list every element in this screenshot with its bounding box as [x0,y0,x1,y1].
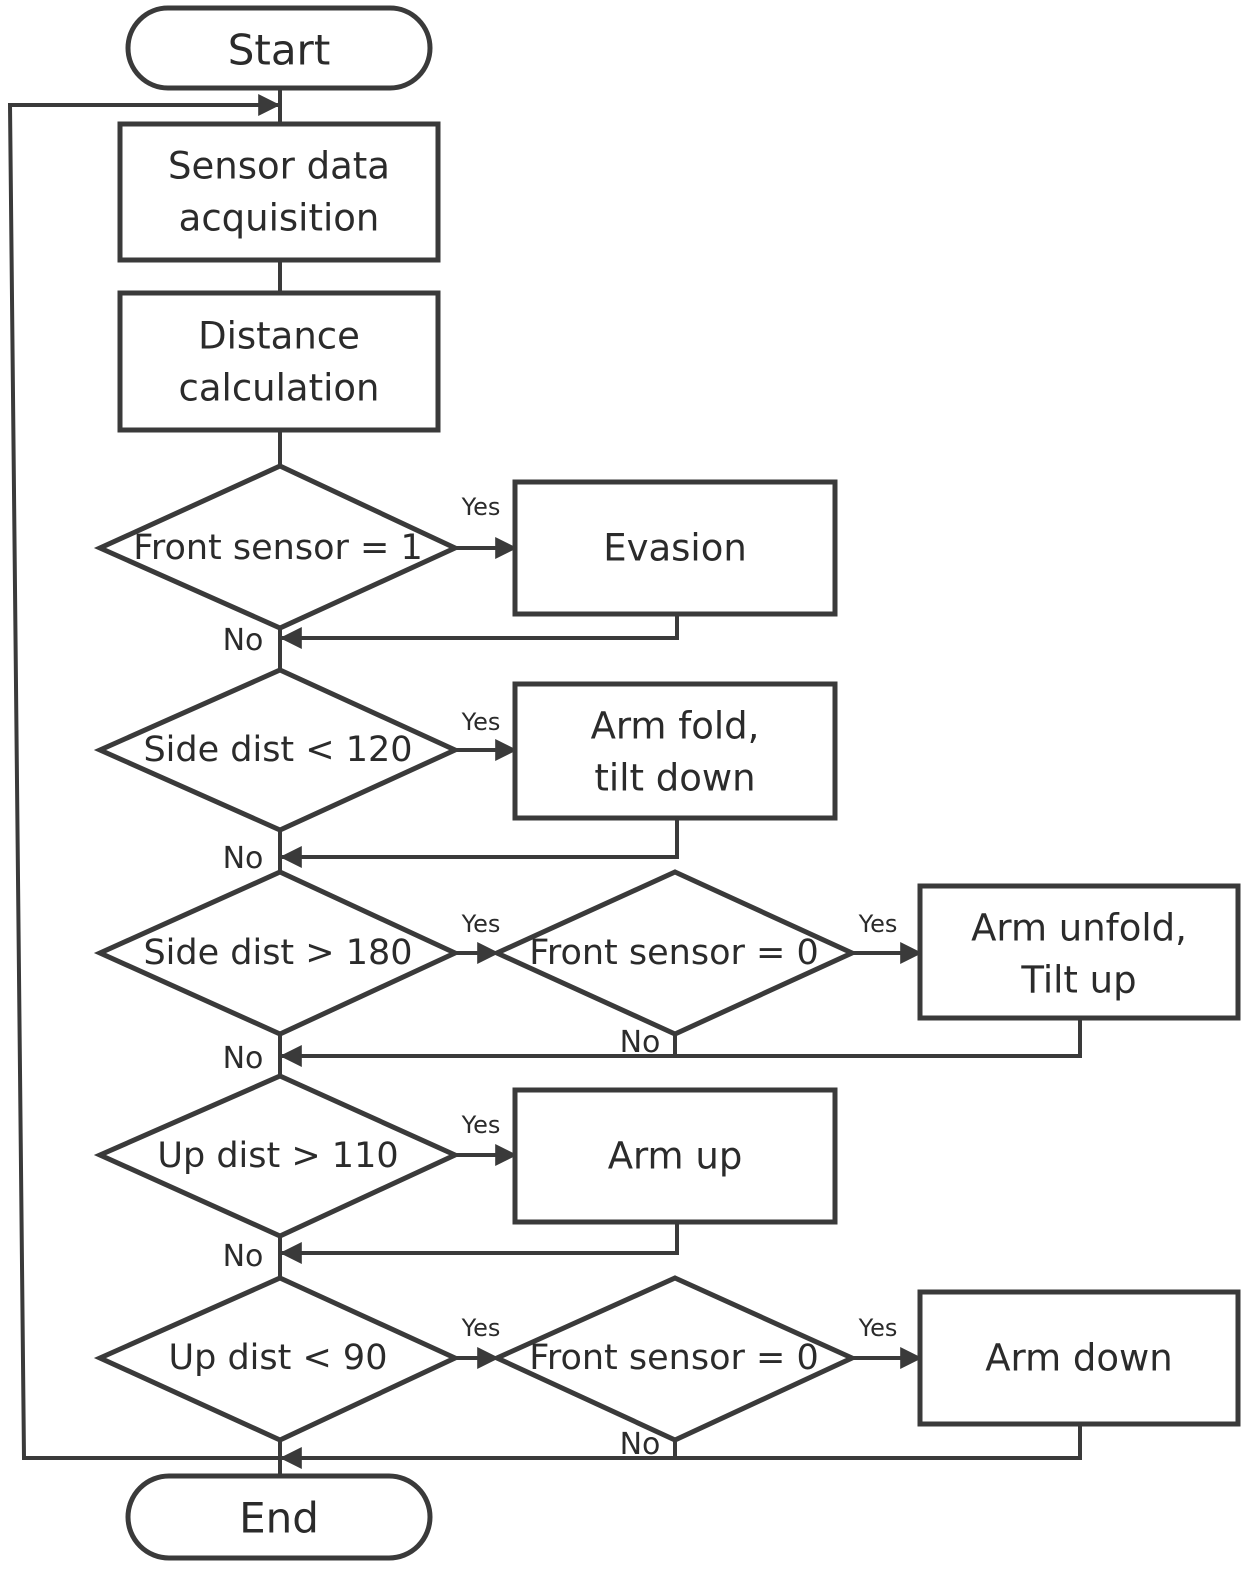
process-arm-up: Arm up [512,1087,838,1225]
decision-label: Front sensor = 1 [133,528,423,568]
process-label: Arm fold, [591,705,760,748]
yes-label: Yes [461,910,501,938]
decision-front-sensor-1: Front sensor = 1 [93,463,461,631]
yes-labels: Yes Yes Yes Yes Yes Yes Yes [461,493,898,1342]
decision-label: Up dist < 90 [169,1338,388,1378]
process-label: acquisition [179,197,380,240]
return-armdown [279,1424,1082,1469]
no-label: No [223,1239,264,1274]
no-label: No [620,1427,661,1462]
no-label: No [620,1025,661,1060]
start-label: Start [228,26,331,75]
process-evasion: Evasion [512,479,838,617]
return-armup [279,1222,679,1264]
yes-label: Yes [461,1314,501,1342]
decision-label: Front sensor = 0 [529,933,819,973]
process-arm-fold-tilt-down: Arm fold, tilt down [512,681,838,821]
process-arm-unfold-tilt-up: Arm unfold, Tilt up [917,883,1241,1021]
decision-side-dist-gt-180: Side dist > 180 [93,869,461,1037]
yes-label: Yes [461,708,501,736]
process-distance-calculation: Distance calculation [117,290,441,433]
decision-label: Front sensor = 0 [529,1338,819,1378]
end-terminal: End [125,1473,433,1561]
process-label: calculation [179,367,380,410]
process-label: Evasion [603,527,747,570]
decision-label: Side dist > 180 [143,933,412,973]
process-sensor-data-acquisition: Sensor data acquisition [117,121,441,263]
process-label: tilt down [594,757,755,800]
loop-back-connector [7,94,281,1460]
process-label: Distance [198,315,360,358]
decision-side-dist-lt-120: Side dist < 120 [93,667,462,833]
return-fold [279,818,679,868]
return-evasion [279,614,679,649]
process-arm-down: Arm down [917,1289,1241,1427]
no-labels: No No No No No No [223,623,661,1462]
process-label: Sensor data [168,145,390,188]
process-label: Arm unfold, [971,907,1187,950]
yes-label: Yes [461,1111,501,1139]
process-label: Tilt up [1020,959,1136,1002]
connectors [7,88,1082,1476]
decision-up-dist-lt-90: Up dist < 90 [93,1275,461,1443]
decision-up-dist-gt-110: Up dist > 110 [93,1073,462,1239]
decision-front-sensor-0-lower: Front sensor = 0 [490,1275,859,1443]
end-label: End [239,1494,319,1543]
yes-label: Yes [461,493,501,521]
process-label: Arm down [985,1337,1173,1380]
yes-label: Yes [858,1314,898,1342]
no-label: No [223,623,264,658]
process-label: Arm up [608,1135,743,1178]
yes-label: Yes [858,910,898,938]
decision-label: Side dist < 120 [143,730,412,770]
return-unfold [279,1018,1082,1067]
decision-label: Up dist > 110 [157,1136,398,1176]
no-label: No [223,1041,264,1076]
start-terminal: Start [125,5,433,91]
no-label: No [223,841,264,876]
decision-front-sensor-0-upper: Front sensor = 0 [490,869,859,1037]
